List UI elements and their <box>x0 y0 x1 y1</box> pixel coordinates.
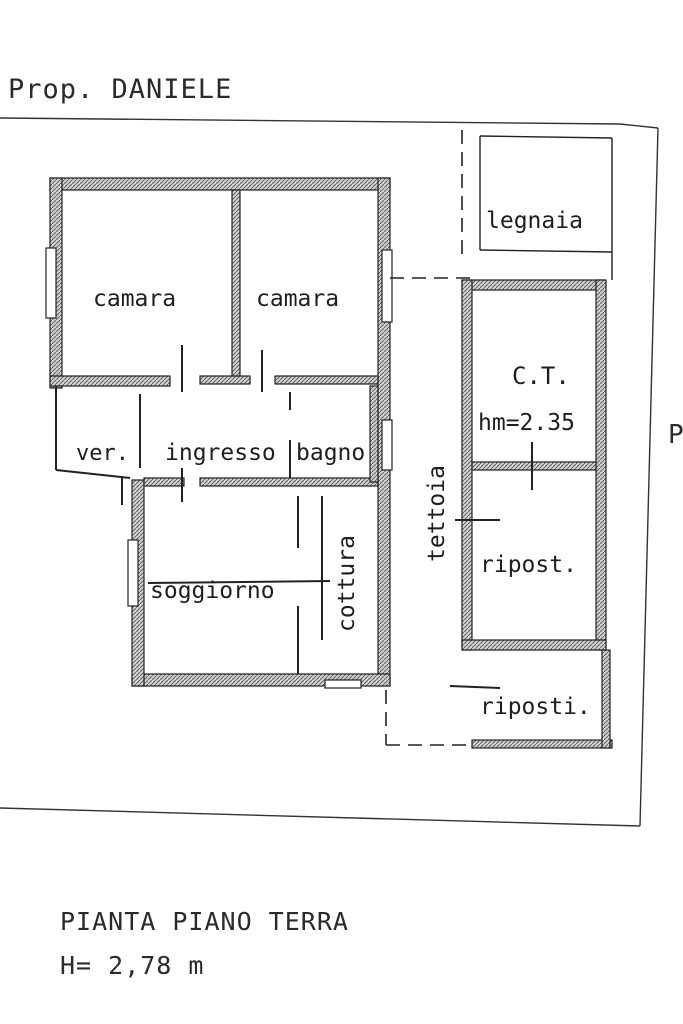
caption-height: H= 2,78 m <box>60 951 205 980</box>
label-legnaia: legnaia <box>486 208 583 234</box>
label-ripostiglio: ripost. <box>480 552 577 578</box>
windows <box>45 247 393 689</box>
label-soggiorno: soggiorno <box>150 578 275 604</box>
owner-label: Prop. DANIELE <box>8 74 233 105</box>
label-camera-right: camara <box>256 286 339 312</box>
interior-partitions <box>55 345 331 674</box>
house-walls <box>49 177 391 687</box>
label-ripostigli: riposti. <box>480 694 591 720</box>
label-ct-height: hm=2.35 <box>478 410 575 436</box>
label-camera-left: camara <box>93 286 176 312</box>
label-cottura: cottura <box>334 535 360 632</box>
caption-title: PIANTA PIANO TERRA <box>60 907 349 936</box>
label-ingresso: ingresso <box>165 440 276 466</box>
label-verandah: ver. <box>76 441 129 466</box>
room-labels: camara camara ver. ingresso bagno soggio… <box>76 208 591 720</box>
label-bagno: bagno <box>296 440 365 466</box>
canopy-outline <box>385 130 470 746</box>
outbuilding-doors <box>449 442 533 689</box>
outbuilding-walls <box>461 279 613 749</box>
property-boundary <box>0 117 659 827</box>
plan-caption: PIANTA PIANO TERRA H= 2,78 m <box>60 900 349 988</box>
woodshed-outline <box>479 135 613 280</box>
label-tettoia: tettoia <box>424 465 450 562</box>
label-ct: C.T. <box>512 362 570 390</box>
section-letter: P <box>668 420 683 450</box>
